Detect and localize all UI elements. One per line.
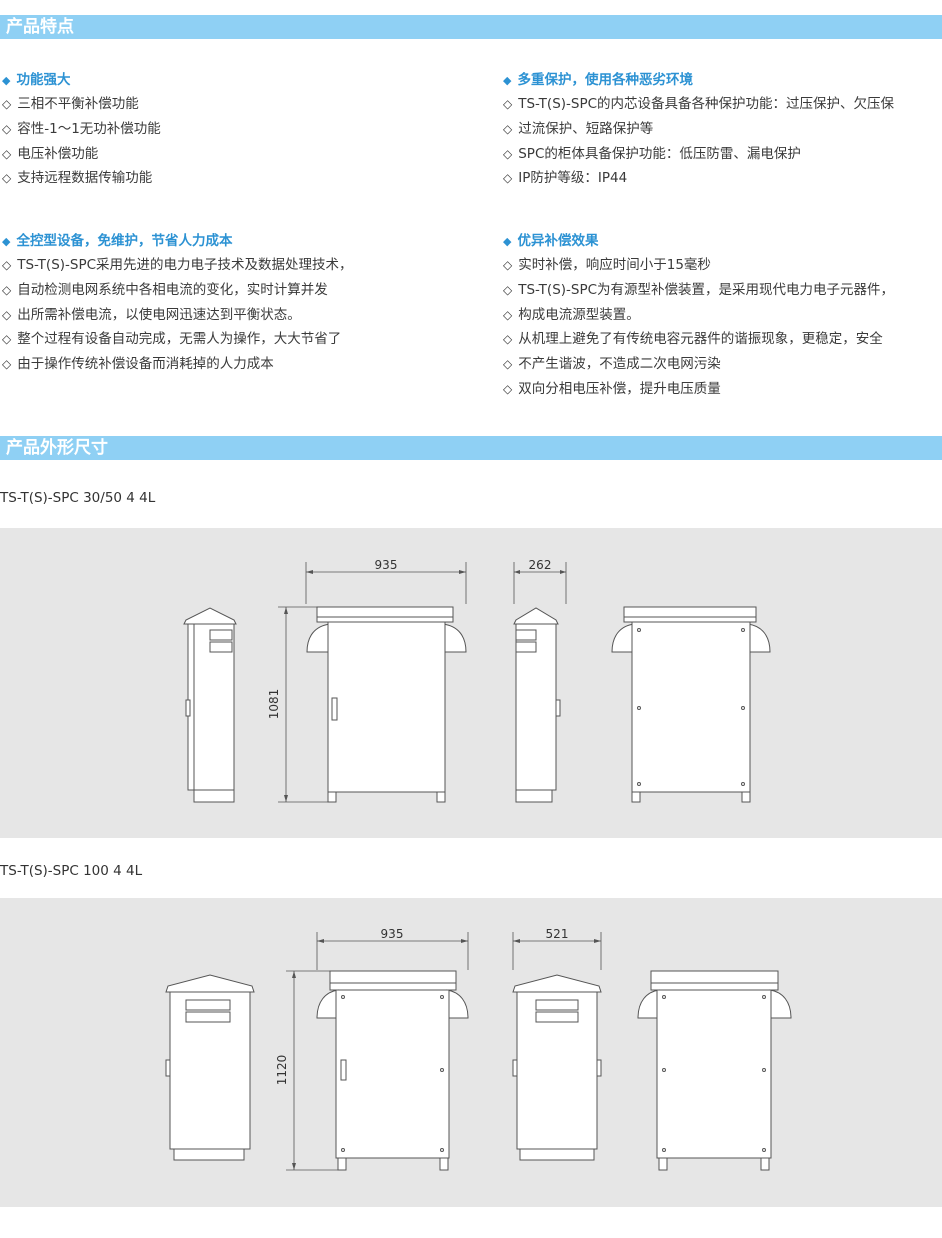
list-item: ◇TS-T(S)-SPC的内芯设备具备各种保护功能：过压保护、欠压保 — [503, 96, 895, 112]
diamond-icon: ◆ — [2, 235, 11, 248]
diamond-outline-icon: ◇ — [2, 121, 12, 136]
list-item: ◇过流保护、短路保护等 — [503, 120, 654, 137]
front-view — [316, 970, 469, 1171]
diamond-outline-icon: ◇ — [2, 282, 12, 297]
section-bar-features: 产品特点 — [0, 15, 942, 39]
cabinet-drawing-2: 935 521 1120 — [165, 927, 792, 1171]
list-item: ◇自动检测电网系统中各相电流的变化，实时计算并发 — [2, 281, 328, 298]
feature-group-title: ◆全控型设备，免维护，节省人力成本 — [2, 233, 233, 249]
front-view — [306, 606, 467, 803]
list-item: ◇出所需补偿电流，以使电网迅速达到平衡状态。 — [2, 306, 301, 323]
cabinet-drawing-1: 935 262 1081 — [183, 558, 771, 803]
dimension-depth: 262 — [513, 558, 567, 604]
feature-group-title: ◆多重保护，使用各种恶劣环境 — [503, 72, 693, 88]
diamond-outline-icon: ◇ — [2, 146, 12, 161]
side-view — [513, 607, 561, 803]
model-name: TS-T(S)-SPC 30/50 4 4L — [0, 490, 156, 506]
feature-group-title: ◆功能强大 — [2, 72, 71, 88]
side-view — [165, 974, 255, 1161]
list-item: ◇电压补偿功能 — [2, 145, 99, 162]
dimension-width: 935 — [316, 927, 469, 970]
dimension-height: 1081 — [267, 606, 330, 803]
diamond-outline-icon: ◇ — [503, 258, 513, 272]
diamond-icon: ◆ — [503, 235, 512, 248]
drawing-panel-2: 935 521 1120 — [0, 898, 942, 1207]
rear-view — [611, 606, 771, 803]
diamond-outline-icon: ◇ — [503, 357, 513, 372]
width-label: 935 — [375, 558, 398, 572]
dimension-depth: 521 — [512, 927, 602, 970]
diamond-icon: ◆ — [2, 74, 11, 87]
drawing-panel-1: 935 262 1081 — [0, 528, 942, 838]
section-title: 产品特点 — [6, 17, 74, 37]
diamond-outline-icon: ◇ — [2, 97, 12, 111]
diamond-outline-icon: ◇ — [503, 332, 513, 347]
diamond-outline-icon: ◇ — [503, 282, 513, 297]
depth-label: 262 — [529, 558, 552, 572]
model-name: TS-T(S)-SPC 100 4 4L — [0, 863, 143, 879]
diamond-outline-icon: ◇ — [2, 307, 12, 322]
list-item: ◇实时补偿，响应时间小于15毫秒 — [503, 257, 711, 273]
list-item: ◇双向分相电压补偿，提升电压质量 — [503, 380, 721, 397]
side-view — [183, 607, 237, 803]
feature-group-2: ◆多重保护，使用各种恶劣环境 ◇TS-T(S)-SPC的内芯设备具备各种保护功能… — [503, 69, 942, 191]
height-label: 1120 — [275, 1055, 289, 1086]
diamond-outline-icon: ◇ — [503, 171, 513, 186]
feature-group-title: ◆优异补偿效果 — [503, 233, 599, 249]
list-item: ◇IP防护等级：IP44 — [503, 170, 628, 187]
diamond-outline-icon: ◇ — [503, 97, 513, 111]
diamond-outline-icon: ◇ — [2, 171, 12, 186]
diamond-outline-icon: ◇ — [503, 307, 513, 322]
list-item: ◇构成电流源型装置。 — [503, 306, 640, 323]
list-item: ◇TS-T(S)-SPC为有源型补偿装置，是采用现代电力电子元器件， — [503, 281, 895, 298]
diamond-outline-icon: ◇ — [2, 332, 12, 347]
diamond-outline-icon: ◇ — [503, 381, 513, 396]
section-title: 产品外形尺寸 — [6, 438, 108, 458]
rear-view — [637, 970, 792, 1171]
depth-label: 521 — [546, 927, 569, 941]
list-item: ◇从机理上避免了有传统电容元器件的谐振现象，更稳定，安全 — [503, 331, 883, 348]
side-view — [512, 974, 602, 1161]
dimension-width: 935 — [305, 558, 467, 604]
list-item: ◇三相不平衡补偿功能 — [2, 96, 139, 112]
list-item: ◇TS-T(S)-SPC采用先进的电力电子技术及数据处理技术， — [2, 257, 353, 273]
diamond-outline-icon: ◇ — [2, 357, 12, 372]
feature-group-1: ◆功能强大 ◇三相不平衡补偿功能 ◇容性-1～1无功补偿功能 ◇电压补偿功能 ◇… — [2, 69, 161, 191]
dimension-height: 1120 — [275, 970, 338, 1171]
list-item: ◇由于操作传统补偿设备而消耗掉的人力成本 — [2, 356, 274, 373]
diamond-outline-icon: ◇ — [2, 258, 12, 272]
list-item: ◇整个过程有设备自动完成，无需人为操作，大大节省了 — [2, 331, 342, 348]
feature-group-4: ◆优异补偿效果 ◇实时补偿，响应时间小于15毫秒 ◇TS-T(S)-SPC为有源… — [503, 230, 942, 402]
diamond-outline-icon: ◇ — [503, 146, 513, 161]
list-item: ◇不产生谐波，不造成二次电网污染 — [503, 356, 721, 373]
list-item: ◇容性-1～1无功补偿功能 — [2, 120, 161, 137]
width-label: 935 — [381, 927, 404, 941]
list-item: ◇SPC的柜体具备保护功能：低压防雷、漏电保护 — [503, 145, 801, 162]
list-item: ◇支持远程数据传输功能 — [2, 170, 153, 187]
diamond-outline-icon: ◇ — [503, 121, 513, 136]
feature-group-3: ◆全控型设备，免维护，节省人力成本 ◇TS-T(S)-SPC采用先进的电力电子技… — [2, 230, 353, 377]
height-label: 1081 — [267, 689, 281, 720]
diamond-icon: ◆ — [503, 74, 512, 87]
section-bar-dimensions: 产品外形尺寸 — [0, 436, 942, 460]
